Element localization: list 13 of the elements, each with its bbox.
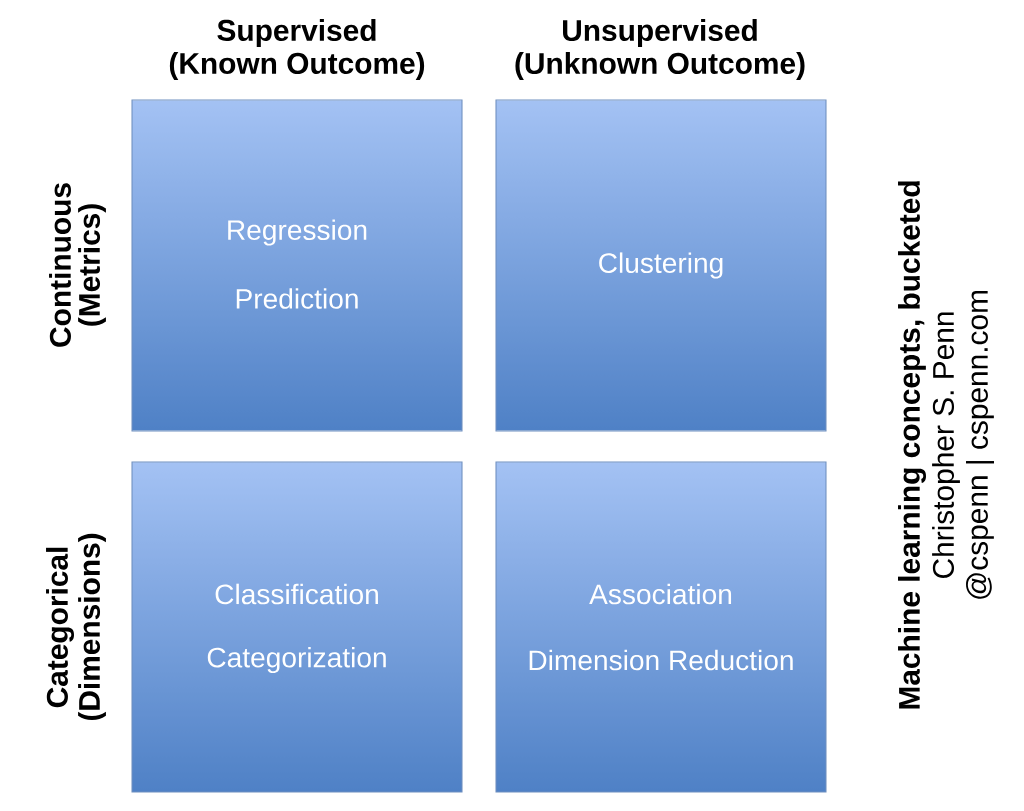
credit-text: Christopher S. Penn: [932, 312, 960, 578]
axis-heading: (Unknown Outcome): [515, 52, 805, 80]
gradient-box: Clustering: [495, 99, 827, 432]
axis-heading: Continuous: [49, 183, 71, 347]
axis-heading: Unsupervised: [563, 19, 757, 47]
title-text: Machine learning concepts, bucketed: [898, 181, 926, 709]
axis-heading: (Known Outcome): [169, 52, 425, 80]
credit-text: @cspenn | cspenn.com: [966, 290, 994, 599]
gradient-box: Regression Prediction: [131, 99, 463, 432]
gradient-box: Association Dimension Reduction: [495, 461, 827, 793]
gradient-box: Classification Categorization: [131, 461, 463, 793]
axis-heading: Supervised: [217, 19, 376, 47]
axis-heading: Categorical: [46, 547, 74, 708]
